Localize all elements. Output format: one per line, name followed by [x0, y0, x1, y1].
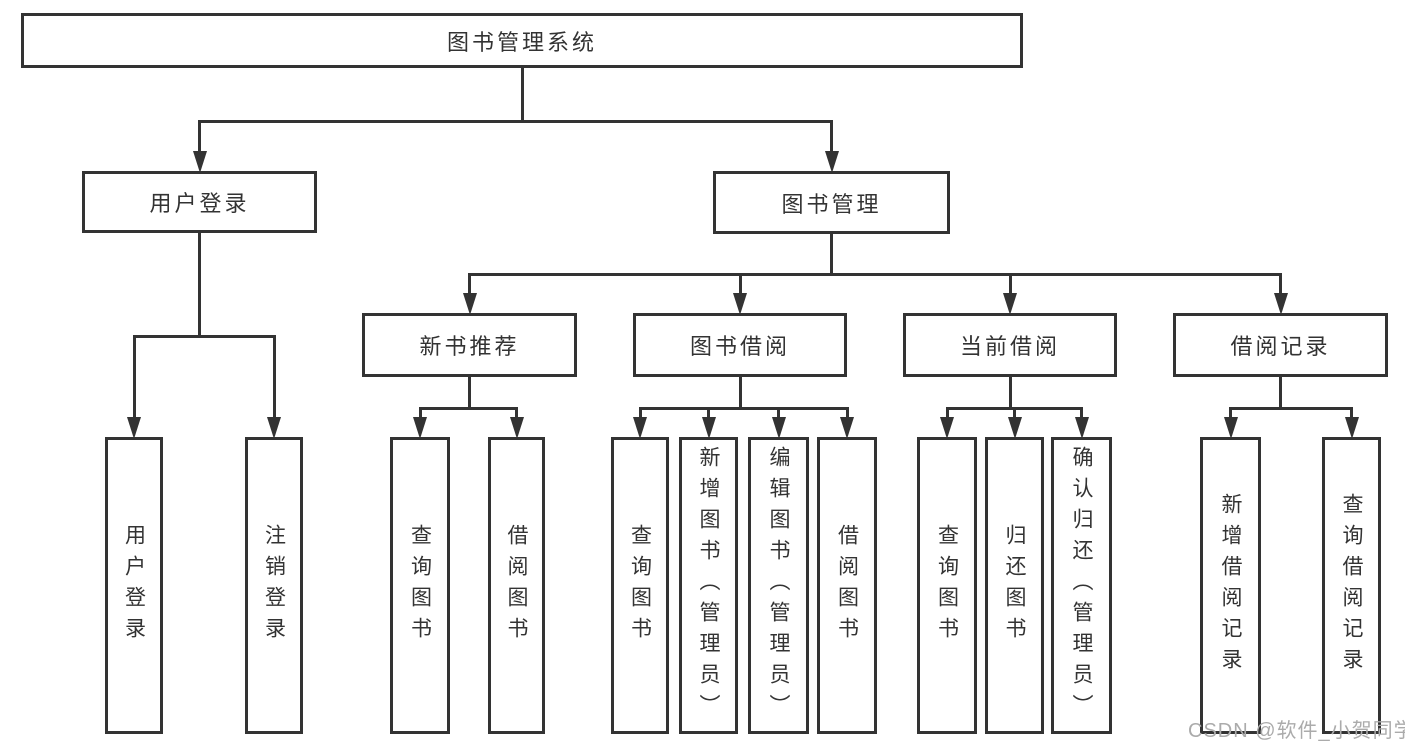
connector-drop [468, 273, 471, 297]
node-leaf-borrow-book-1: 借阅图书 [488, 437, 545, 734]
node-leaf-query-book-1: 查询图书 [390, 437, 450, 734]
connector-drop [1080, 407, 1083, 421]
arrow-down-icon [192, 151, 207, 173]
connector-bar [132, 335, 276, 338]
arrow-down-icon [1223, 417, 1238, 439]
arrow-down-icon [413, 417, 427, 439]
connector-drop [707, 407, 710, 421]
node-user-login: 用户登录 [82, 171, 317, 233]
arrow-down-icon [940, 417, 954, 439]
connector-drop [845, 407, 849, 421]
connector-drop [418, 407, 422, 421]
arrow-down-icon [1007, 417, 1022, 439]
arrow-down-icon [824, 151, 839, 173]
arrow-down-icon [1273, 293, 1288, 315]
connector-stem [468, 377, 471, 410]
node-leaf-return-book: 归还图书 [985, 437, 1044, 734]
connector-bar [1229, 407, 1353, 410]
connector-drop [738, 273, 742, 297]
arrow-down-icon [633, 417, 647, 439]
node-leaf-borrow-book-2: 借阅图书 [817, 437, 877, 734]
arrow-down-icon [733, 293, 747, 315]
connector-drop [1350, 407, 1353, 421]
node-leaf-logout: 注销登录 [245, 437, 303, 734]
connector-bar [468, 273, 1282, 276]
node-current-borrow: 当前借阅 [903, 313, 1117, 377]
connector-bar [418, 407, 518, 410]
node-leaf-query-book-2: 查询图书 [611, 437, 669, 734]
connector-stem [520, 68, 524, 123]
connector-stem [830, 234, 833, 276]
connector-drop [1279, 273, 1282, 297]
node-book-mgmt: 图书管理 [713, 171, 950, 234]
connector-stem [1008, 377, 1012, 410]
connector-drop [1229, 407, 1232, 421]
arrow-down-icon [771, 417, 786, 439]
node-root: 图书管理系统 [21, 13, 1023, 68]
node-leaf-edit-book: 编辑图书（管理员） [748, 437, 809, 734]
connector-stem [1279, 377, 1282, 410]
node-book-borrow: 图书借阅 [633, 313, 847, 377]
arrow-down-icon [462, 293, 477, 315]
arrow-down-icon [267, 417, 281, 439]
connector-drop [945, 407, 949, 421]
arrow-down-icon [1344, 417, 1359, 439]
node-leaf-query-borrow-record: 查询借阅记录 [1322, 437, 1381, 734]
node-leaf-confirm-return: 确认归还（管理员） [1051, 437, 1112, 734]
connector-bar [198, 120, 833, 123]
node-leaf-user-login: 用户登录 [105, 437, 163, 734]
node-leaf-add-book: 新增图书（管理员） [679, 437, 738, 734]
connector-drop [132, 335, 136, 421]
node-leaf-query-book-3: 查询图书 [917, 437, 977, 734]
connector-drop [777, 407, 780, 421]
connector-drop [638, 407, 642, 421]
arrow-down-icon [1074, 417, 1089, 439]
node-borrow-records: 借阅记录 [1173, 313, 1388, 377]
arrow-down-icon [840, 417, 854, 439]
connector-drop [830, 120, 833, 155]
arrow-down-icon [701, 417, 716, 439]
arrow-down-icon [127, 417, 141, 439]
connector-bar [638, 407, 849, 410]
connector-drop [272, 335, 276, 421]
connector-drop [198, 120, 201, 155]
connector-drop [515, 407, 518, 421]
arrow-down-icon [1003, 293, 1017, 315]
node-leaf-add-borrow-record: 新增借阅记录 [1200, 437, 1261, 734]
node-new-book-rec: 新书推荐 [362, 313, 577, 377]
arrow-down-icon [509, 417, 524, 439]
csdn-watermark: CSDN @软件_小贺同学 [1188, 720, 1405, 742]
connector-drop [1008, 273, 1012, 297]
connector-stem [198, 233, 201, 338]
connector-stem [738, 377, 742, 410]
connector-drop [1013, 407, 1016, 421]
